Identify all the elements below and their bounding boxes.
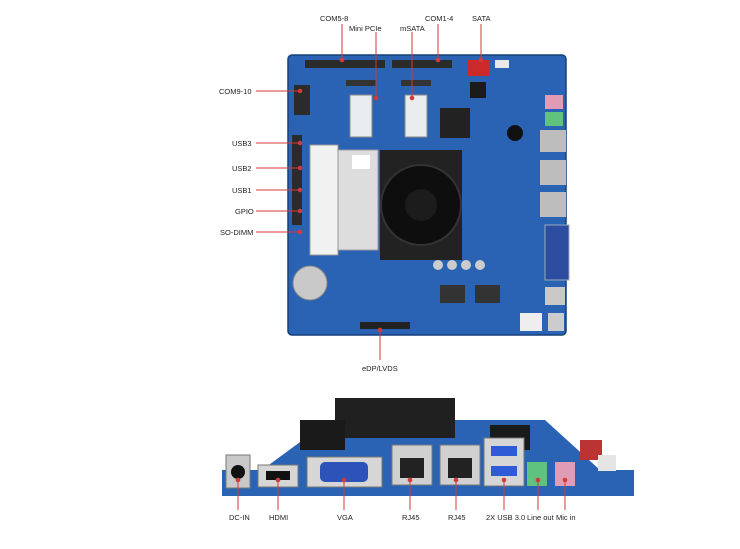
label-usb30: 2X USB 3.0 bbox=[486, 513, 526, 522]
label-sata: SATA bbox=[472, 14, 491, 23]
edp-lvds-connector bbox=[360, 322, 410, 329]
mini-pcie-slot bbox=[349, 94, 373, 138]
label-gpio: GPIO bbox=[235, 207, 254, 216]
label-com5-8: COM5-8 bbox=[320, 14, 349, 23]
msata-slot bbox=[404, 94, 428, 138]
label-rj45-2: RJ45 bbox=[448, 513, 466, 522]
line-out-jack bbox=[527, 462, 547, 486]
label-line-out: Line out bbox=[527, 513, 554, 522]
label-com1-4: COM1-4 bbox=[425, 14, 454, 23]
label-dc-in: DC-IN bbox=[229, 513, 250, 522]
label-mini-pcie: Mini PCIe bbox=[349, 24, 382, 33]
label-usb1: USB1 bbox=[232, 186, 252, 195]
cmos-battery bbox=[292, 265, 328, 301]
label-com9-10: COM9-10 bbox=[219, 87, 252, 96]
label-so-dimm: SO-DIMM bbox=[220, 228, 254, 237]
label-rj45-1: RJ45 bbox=[402, 513, 420, 522]
label-mic-in: Mic in bbox=[556, 513, 576, 522]
label-msata: mSATA bbox=[400, 24, 425, 33]
label-hdmi: HDMI bbox=[269, 513, 289, 522]
label-edp-lvds: eDP/LVDS bbox=[362, 364, 398, 373]
label-usb3: USB3 bbox=[232, 139, 252, 148]
label-vga: VGA bbox=[337, 513, 353, 522]
mic-in-jack bbox=[555, 462, 575, 486]
label-usb2: USB2 bbox=[232, 164, 252, 173]
so-dimm-slot bbox=[309, 144, 339, 256]
